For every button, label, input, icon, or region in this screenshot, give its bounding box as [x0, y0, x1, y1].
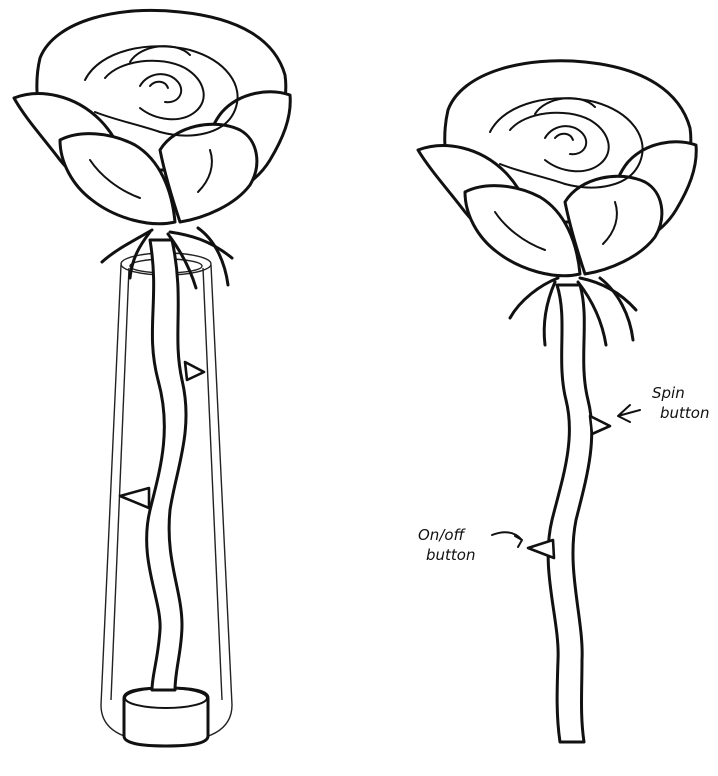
spin-arrow [618, 405, 640, 422]
onoff-button-thorn[interactable] [528, 540, 554, 558]
spin-label-line1: Spin [652, 384, 685, 402]
onoff-label-line1: On/off [418, 526, 467, 544]
thorn-lower-left [120, 488, 149, 508]
onoff-annotation: On/off button [418, 526, 522, 564]
rose-head-left [14, 10, 290, 223]
thorn-upper-left [185, 362, 204, 380]
spin-annotation: Spin button [618, 384, 709, 422]
stem-base-holder [124, 688, 208, 746]
onoff-arrow [492, 532, 522, 547]
rose-head-right [418, 61, 696, 276]
stem-right [548, 285, 592, 742]
spin-button-thorn[interactable] [590, 416, 610, 434]
onoff-label-line2: button [426, 546, 475, 564]
rose-in-vase [14, 10, 290, 746]
spin-label-line2: button [660, 404, 709, 422]
rose-lamp-annotated: Spin button On/off button [418, 61, 709, 742]
stem-left [147, 240, 186, 690]
